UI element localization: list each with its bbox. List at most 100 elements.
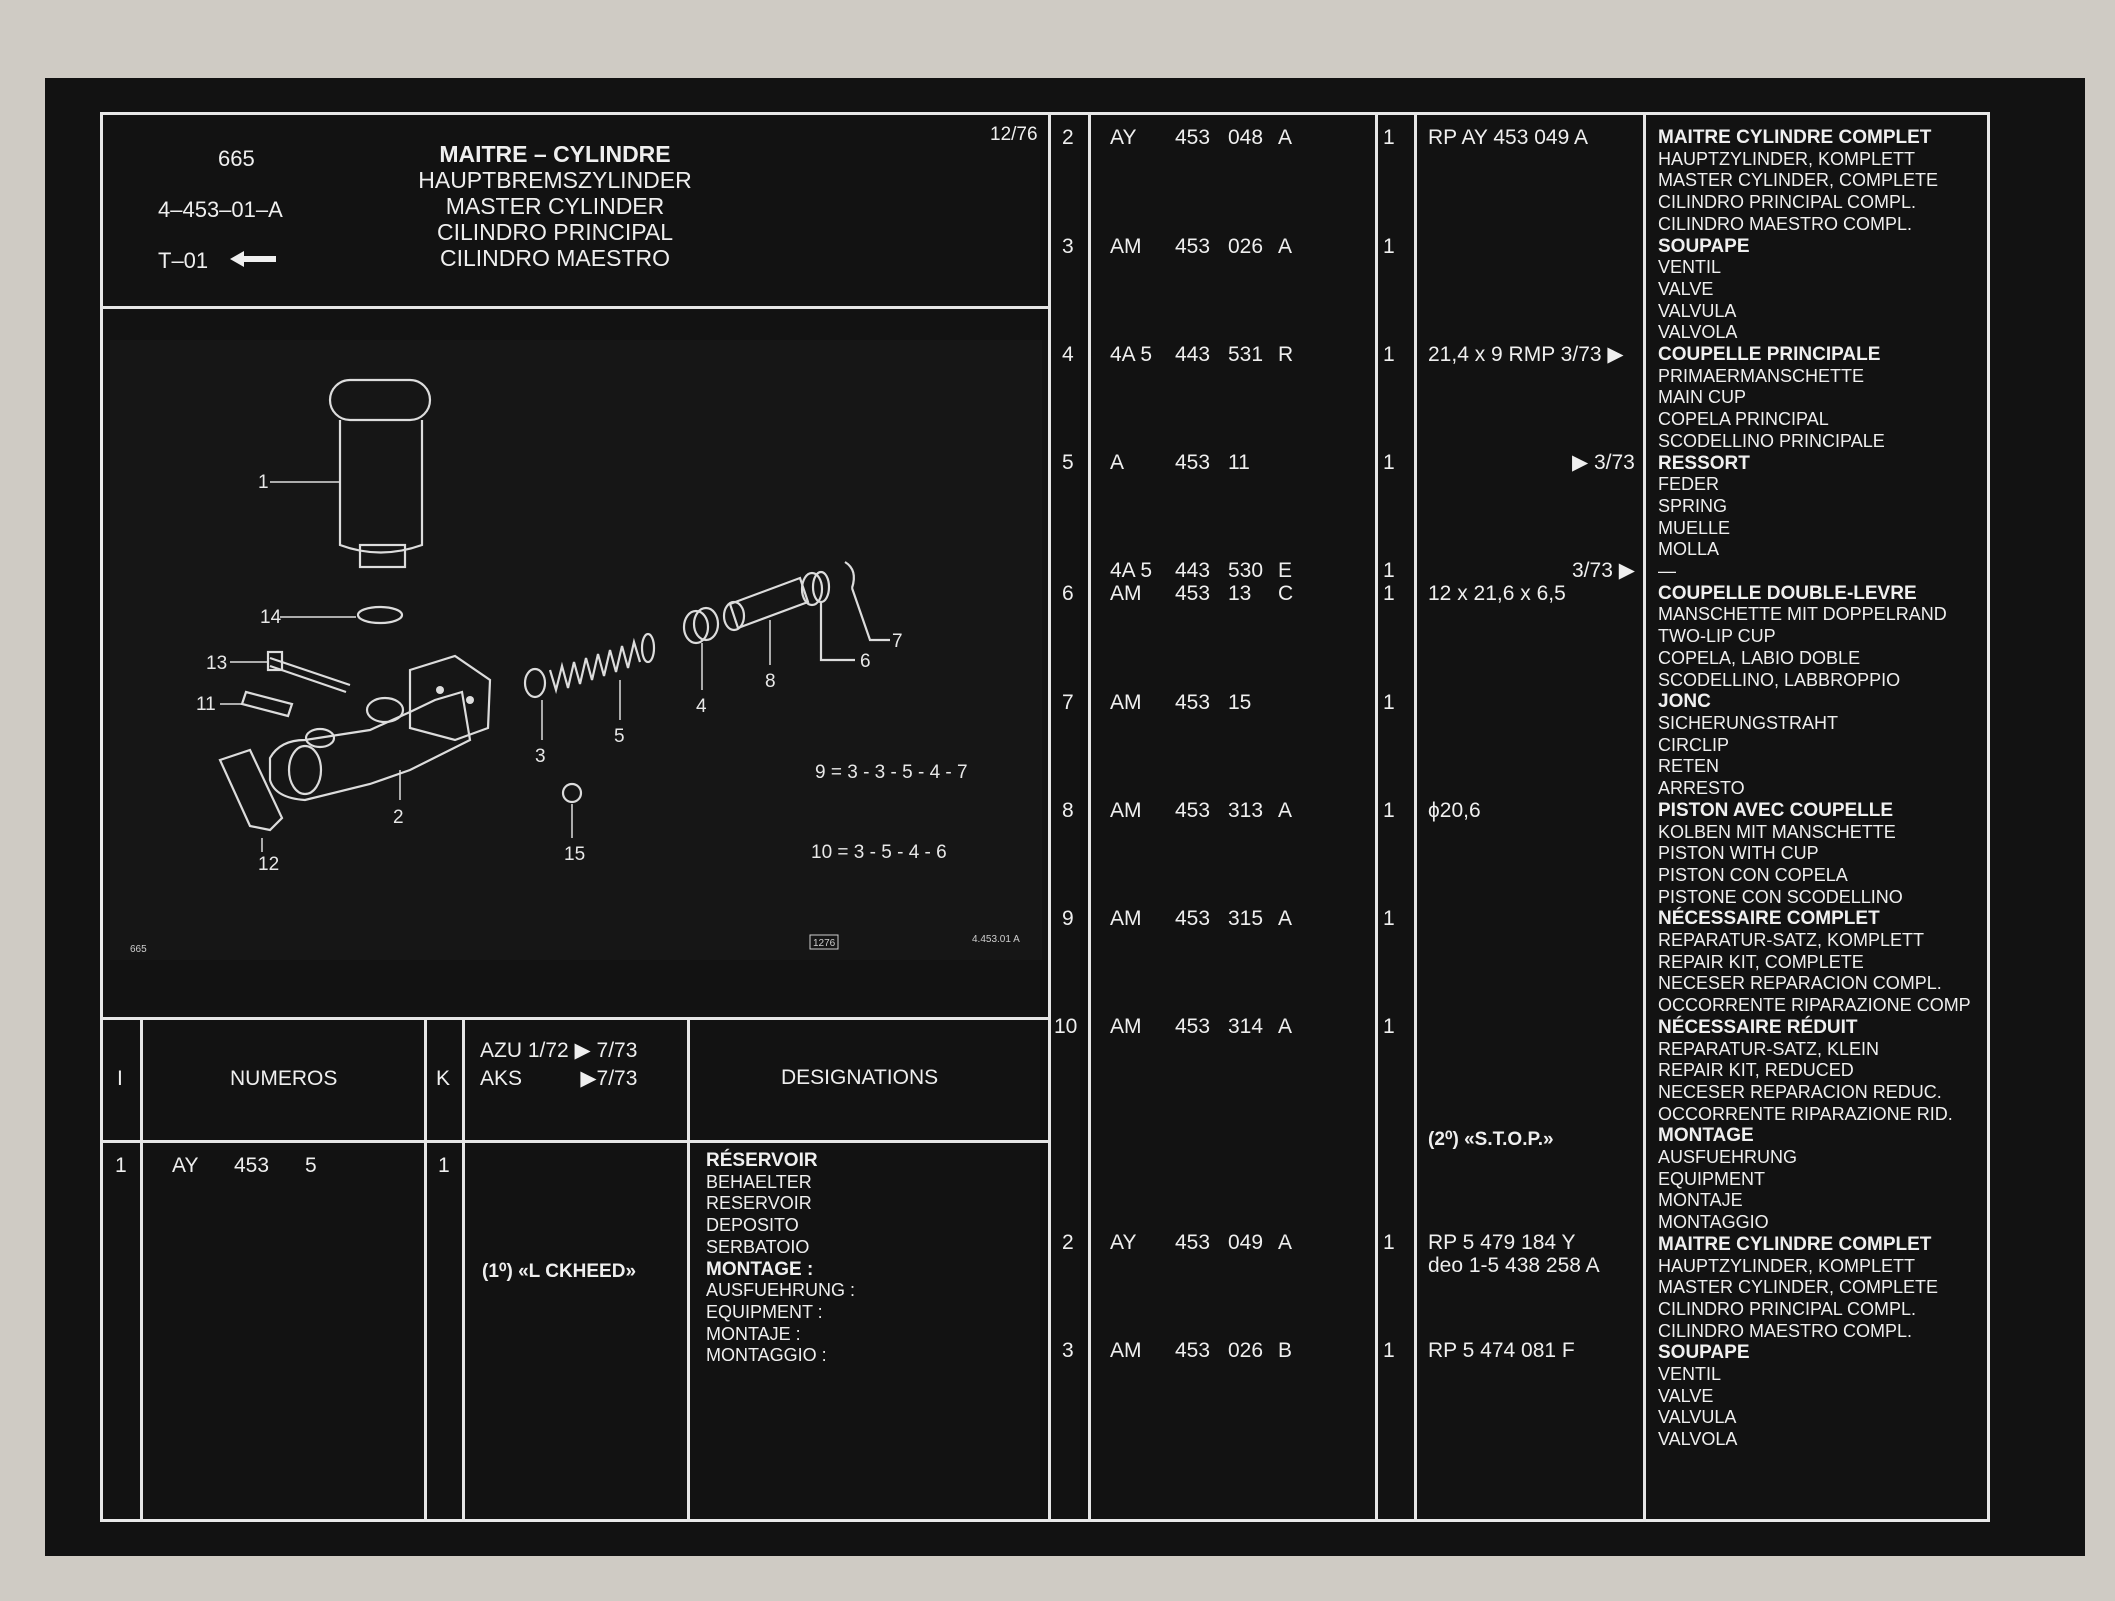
designation-line: HAUPTZYLINDER, KOMPLETT [1658, 1255, 1916, 1276]
date-stamp: 12/76 [990, 124, 1038, 145]
row-note: ▶ 3/73 [1572, 451, 1635, 474]
designation-line: VALVOLA [1658, 1429, 1738, 1450]
designation-line: REPARATUR-SATZ, KLEIN [1658, 1038, 1880, 1059]
page-number: 665 [218, 146, 255, 171]
row-prefix: AY [1110, 1231, 1137, 1254]
divider [1643, 112, 1646, 1522]
designation-line: SICHERUNGSTRAHT [1658, 712, 1839, 733]
row-suffix: B [1278, 1339, 1293, 1362]
designation-line: CILINDRO MAESTRO COMPL. [1658, 1320, 1913, 1341]
row-index: 1 [115, 1154, 127, 1177]
formula-10: 10 = 3 - 5 - 4 - 6 [811, 842, 947, 863]
row-group: 453 [1175, 799, 1211, 822]
row-qty: 1 [1383, 1231, 1395, 1254]
row-group: 453 [1175, 582, 1211, 605]
left-designations: RÉSERVOIR BEHAELTER RESERVOIR DEPOSITO S… [706, 1150, 855, 1367]
row-note: RP 5 479 184 Y [1428, 1231, 1576, 1254]
row-qty: 1 [1383, 799, 1395, 822]
designation-line: FEDER [1658, 474, 1720, 495]
divider [1088, 112, 1091, 1522]
row-group: 453 [1175, 1015, 1211, 1038]
row-suffix: A [1278, 1015, 1293, 1038]
diagram-label: 3 [535, 746, 546, 767]
designation-line: VALVE [1658, 278, 1714, 299]
row-num: 530 [1228, 559, 1264, 582]
designation-line: NECESER REPARACION COMPL. [1658, 973, 1942, 994]
row-group: 453 [1175, 235, 1211, 258]
title-de: HAUPTBREMSZYLINDER [418, 167, 692, 193]
row-num: 11 [1228, 451, 1250, 474]
designation-title: SOUPAPE [1658, 235, 1750, 257]
title-es: CILINDRO PRINCIPAL [436, 219, 673, 245]
row-prefix: AM [1110, 582, 1142, 605]
designation-line: MONTAJE [1658, 1190, 1743, 1211]
row-note: 21,4 x 9 RMP 3/73 ▶ [1428, 343, 1624, 366]
designations-column: MAITRE CYLINDRE COMPLET HAUPTZYLINDER, KO… [1658, 127, 1971, 1451]
designation-line: MONTAGGIO : [706, 1345, 827, 1366]
row-note: deo 1-5 438 258 A [1428, 1254, 1600, 1277]
designation-title: NÉCESSAIRE RÉDUIT [1658, 1016, 1858, 1038]
col-numbers-header: NUMEROS [230, 1067, 338, 1090]
designation-line: REPAIR KIT, COMPLETE [1658, 951, 1864, 972]
designation-title: COUPELLE PRINCIPALE [1658, 344, 1881, 366]
designation-title: RESSORT [1658, 452, 1750, 474]
row-idx: 4 [1062, 343, 1074, 366]
title-fr: MAITRE – CYLINDRE [439, 141, 671, 167]
designation-title: COUPELLE DOUBLE-LEVRE [1658, 582, 1917, 604]
row-group: 453 [1175, 691, 1211, 714]
designation-line: VENTIL [1658, 257, 1722, 278]
row-num: 313 [1228, 799, 1264, 822]
divider [1414, 112, 1417, 1522]
designation-line: RETEN [1658, 756, 1720, 777]
row-note: 3/73 ▶ [1572, 559, 1635, 582]
row-num: 15 [1228, 691, 1252, 714]
diagram-label: 11 [196, 694, 216, 715]
designation-line: VENTIL [1658, 1364, 1722, 1385]
designation-line: CILINDRO PRINCIPAL COMPL. [1658, 192, 1917, 213]
designation-line: EQUIPMENT : [706, 1301, 823, 1322]
designation-line: MASTER CYLINDER, COMPLETE [1658, 1277, 1939, 1298]
row-prefix: AM [1110, 691, 1142, 714]
title-block: MAITRE – CYLINDRE HAUPTBREMSZYLINDER MAS… [400, 143, 710, 270]
designation-line: ARRESTO [1658, 778, 1745, 799]
row-idx: 3 [1062, 1339, 1074, 1362]
divider [100, 1140, 1051, 1143]
designation-line: DEPOSITO [706, 1215, 799, 1236]
designation-line: CIRCLIP [1658, 734, 1730, 755]
row-prefix: A [1110, 451, 1125, 474]
designation-line: — [1658, 561, 1676, 582]
designation-title: MAITRE CYLINDRE COMPLET [1658, 127, 1932, 148]
diagram-label: 7 [892, 631, 903, 652]
row-suffix: A [1278, 126, 1293, 149]
row-idx: 2 [1062, 1231, 1074, 1254]
diagram-label: 14 [260, 607, 282, 628]
page-frame [100, 112, 1990, 1522]
designation-title: JONC [1658, 691, 1711, 713]
divider [1048, 112, 1051, 1522]
diagram-footer-right: 4.453.01 A [972, 934, 1020, 945]
designation-line: MUELLE [1658, 517, 1731, 538]
divider [140, 1017, 143, 1522]
designation-line: MAIN CUP [1658, 387, 1747, 408]
diagram-footer-left: 665 [130, 944, 147, 955]
designation-line: MONTAJE : [706, 1323, 801, 1344]
arrow-left-icon [230, 251, 276, 267]
row-num: 026 [1228, 235, 1264, 258]
row-note: RP AY 453 049 A [1428, 126, 1588, 149]
row-qty: 1 [438, 1154, 450, 1177]
designation-line: PISTON CON COPELA [1658, 864, 1848, 885]
row-num: 049 [1228, 1231, 1264, 1254]
row-num: 315 [1228, 907, 1264, 930]
designation-line: SCODELLINO PRINCIPALE [1658, 430, 1885, 451]
col-k-header: K [436, 1067, 451, 1090]
row-group: 453 [1175, 126, 1211, 149]
row-note: (2⁰) «S.T.O.P.» [1428, 1129, 1554, 1150]
row-idx: 9 [1062, 907, 1074, 930]
row-qty: 1 [1383, 126, 1395, 149]
designation-title: PISTON AVEC COUPELLE [1658, 799, 1894, 821]
diagram-label: 2 [393, 807, 404, 828]
row-prefix: AY [172, 1154, 199, 1177]
reservoir [328, 378, 432, 569]
row-idx: 5 [1062, 451, 1074, 474]
designation-line: MOLLA [1658, 539, 1720, 560]
